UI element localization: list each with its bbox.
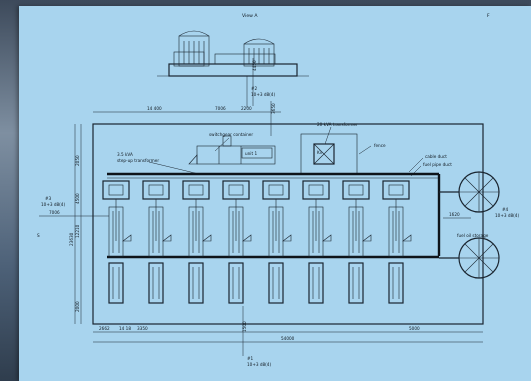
generator-unit — [182, 180, 212, 304]
top-cable-ref: #2 — [251, 86, 258, 91]
generator-unit — [382, 180, 412, 304]
unit-box — [241, 147, 273, 159]
dim-left-b: 4500 — [75, 193, 80, 204]
generator-unit — [102, 180, 132, 304]
transformer-20-label: 20 kVA transformer — [317, 122, 358, 127]
switchgear-label: switchgear container — [209, 132, 253, 137]
dim-left-total: 23630 — [69, 232, 74, 246]
unit-box-label: unit 1 — [245, 151, 257, 156]
site-boundary — [92, 123, 484, 325]
top-cable-spec: 10+3 d8(4) — [251, 92, 275, 97]
generator-unit — [342, 180, 372, 304]
dim-bottom-vert: 1500 — [242, 321, 247, 332]
fence-label: fence — [374, 143, 386, 148]
dim-right-a: 1620 — [449, 212, 460, 217]
fuel-pipe-duct-label: fuel pipe duct — [423, 162, 452, 167]
generator-unit — [302, 180, 332, 304]
power-plant-layout-diagram: View A F 4450 #2 10+3 d8(4) 14 400 7006 … — [37, 13, 519, 367]
left-cable-spec: 10+3 d8(4) — [41, 202, 65, 207]
dim-vert-top2: 3650 — [271, 103, 276, 114]
right-cable-ref: #4 — [502, 207, 509, 212]
dim-left-a: 2050 — [75, 155, 80, 166]
generator-units — [102, 180, 412, 304]
tank-building — [157, 30, 309, 77]
dim-vert-top: 4450 — [252, 60, 257, 71]
drawing-sheet: View A F 4450 #2 10+3 d8(4) 14 400 7006 … — [19, 6, 531, 381]
dim-bottom-a: 2662 — [99, 326, 110, 331]
transformer-20kva — [313, 143, 335, 165]
right-cable-spec: 10+3 d8(4) — [495, 213, 519, 218]
generator-unit — [142, 180, 172, 304]
dim-bottom-b: 14 18 — [119, 326, 131, 331]
left-cable-ref: #3 — [45, 196, 52, 201]
fuel-storage-label: fuel oil storage — [457, 233, 489, 238]
corner-mark: F — [487, 13, 490, 19]
dim-bottom-right: 5000 — [409, 326, 420, 331]
transformer-enclosure — [300, 133, 358, 175]
view-title: View A — [242, 13, 258, 19]
dim-left-d: 2000 — [75, 301, 80, 312]
switchgear-container — [188, 135, 276, 165]
dim-left-e: 7006 — [49, 210, 60, 215]
dim-top-mid2: 2200 — [241, 106, 252, 111]
stepup-label: step-up transformer — [117, 158, 159, 163]
cable-duct-label: cable duct — [425, 154, 447, 159]
fuel-storage-tank-lower — [458, 237, 500, 279]
fuel-storage-tank-upper — [458, 171, 500, 213]
bottom-cable-ref: #1 — [247, 356, 254, 361]
generator-unit — [222, 180, 252, 304]
stepup-kva-label: 3.5 kVA — [117, 152, 133, 157]
transformer-mini-label: Kv — [317, 150, 323, 155]
dim-top-left: 14 400 — [147, 106, 162, 111]
dim-bottom-total: 54000 — [281, 336, 295, 341]
dim-left-c: 12210 — [75, 224, 80, 238]
generator-unit — [262, 180, 292, 304]
bottom-cable-spec: 10+3 d8(4) — [247, 362, 271, 367]
dim-bottom-c: 3350 — [137, 326, 148, 331]
left-edge-mark: S — [37, 233, 40, 238]
dim-top-mid: 7006 — [215, 106, 226, 111]
